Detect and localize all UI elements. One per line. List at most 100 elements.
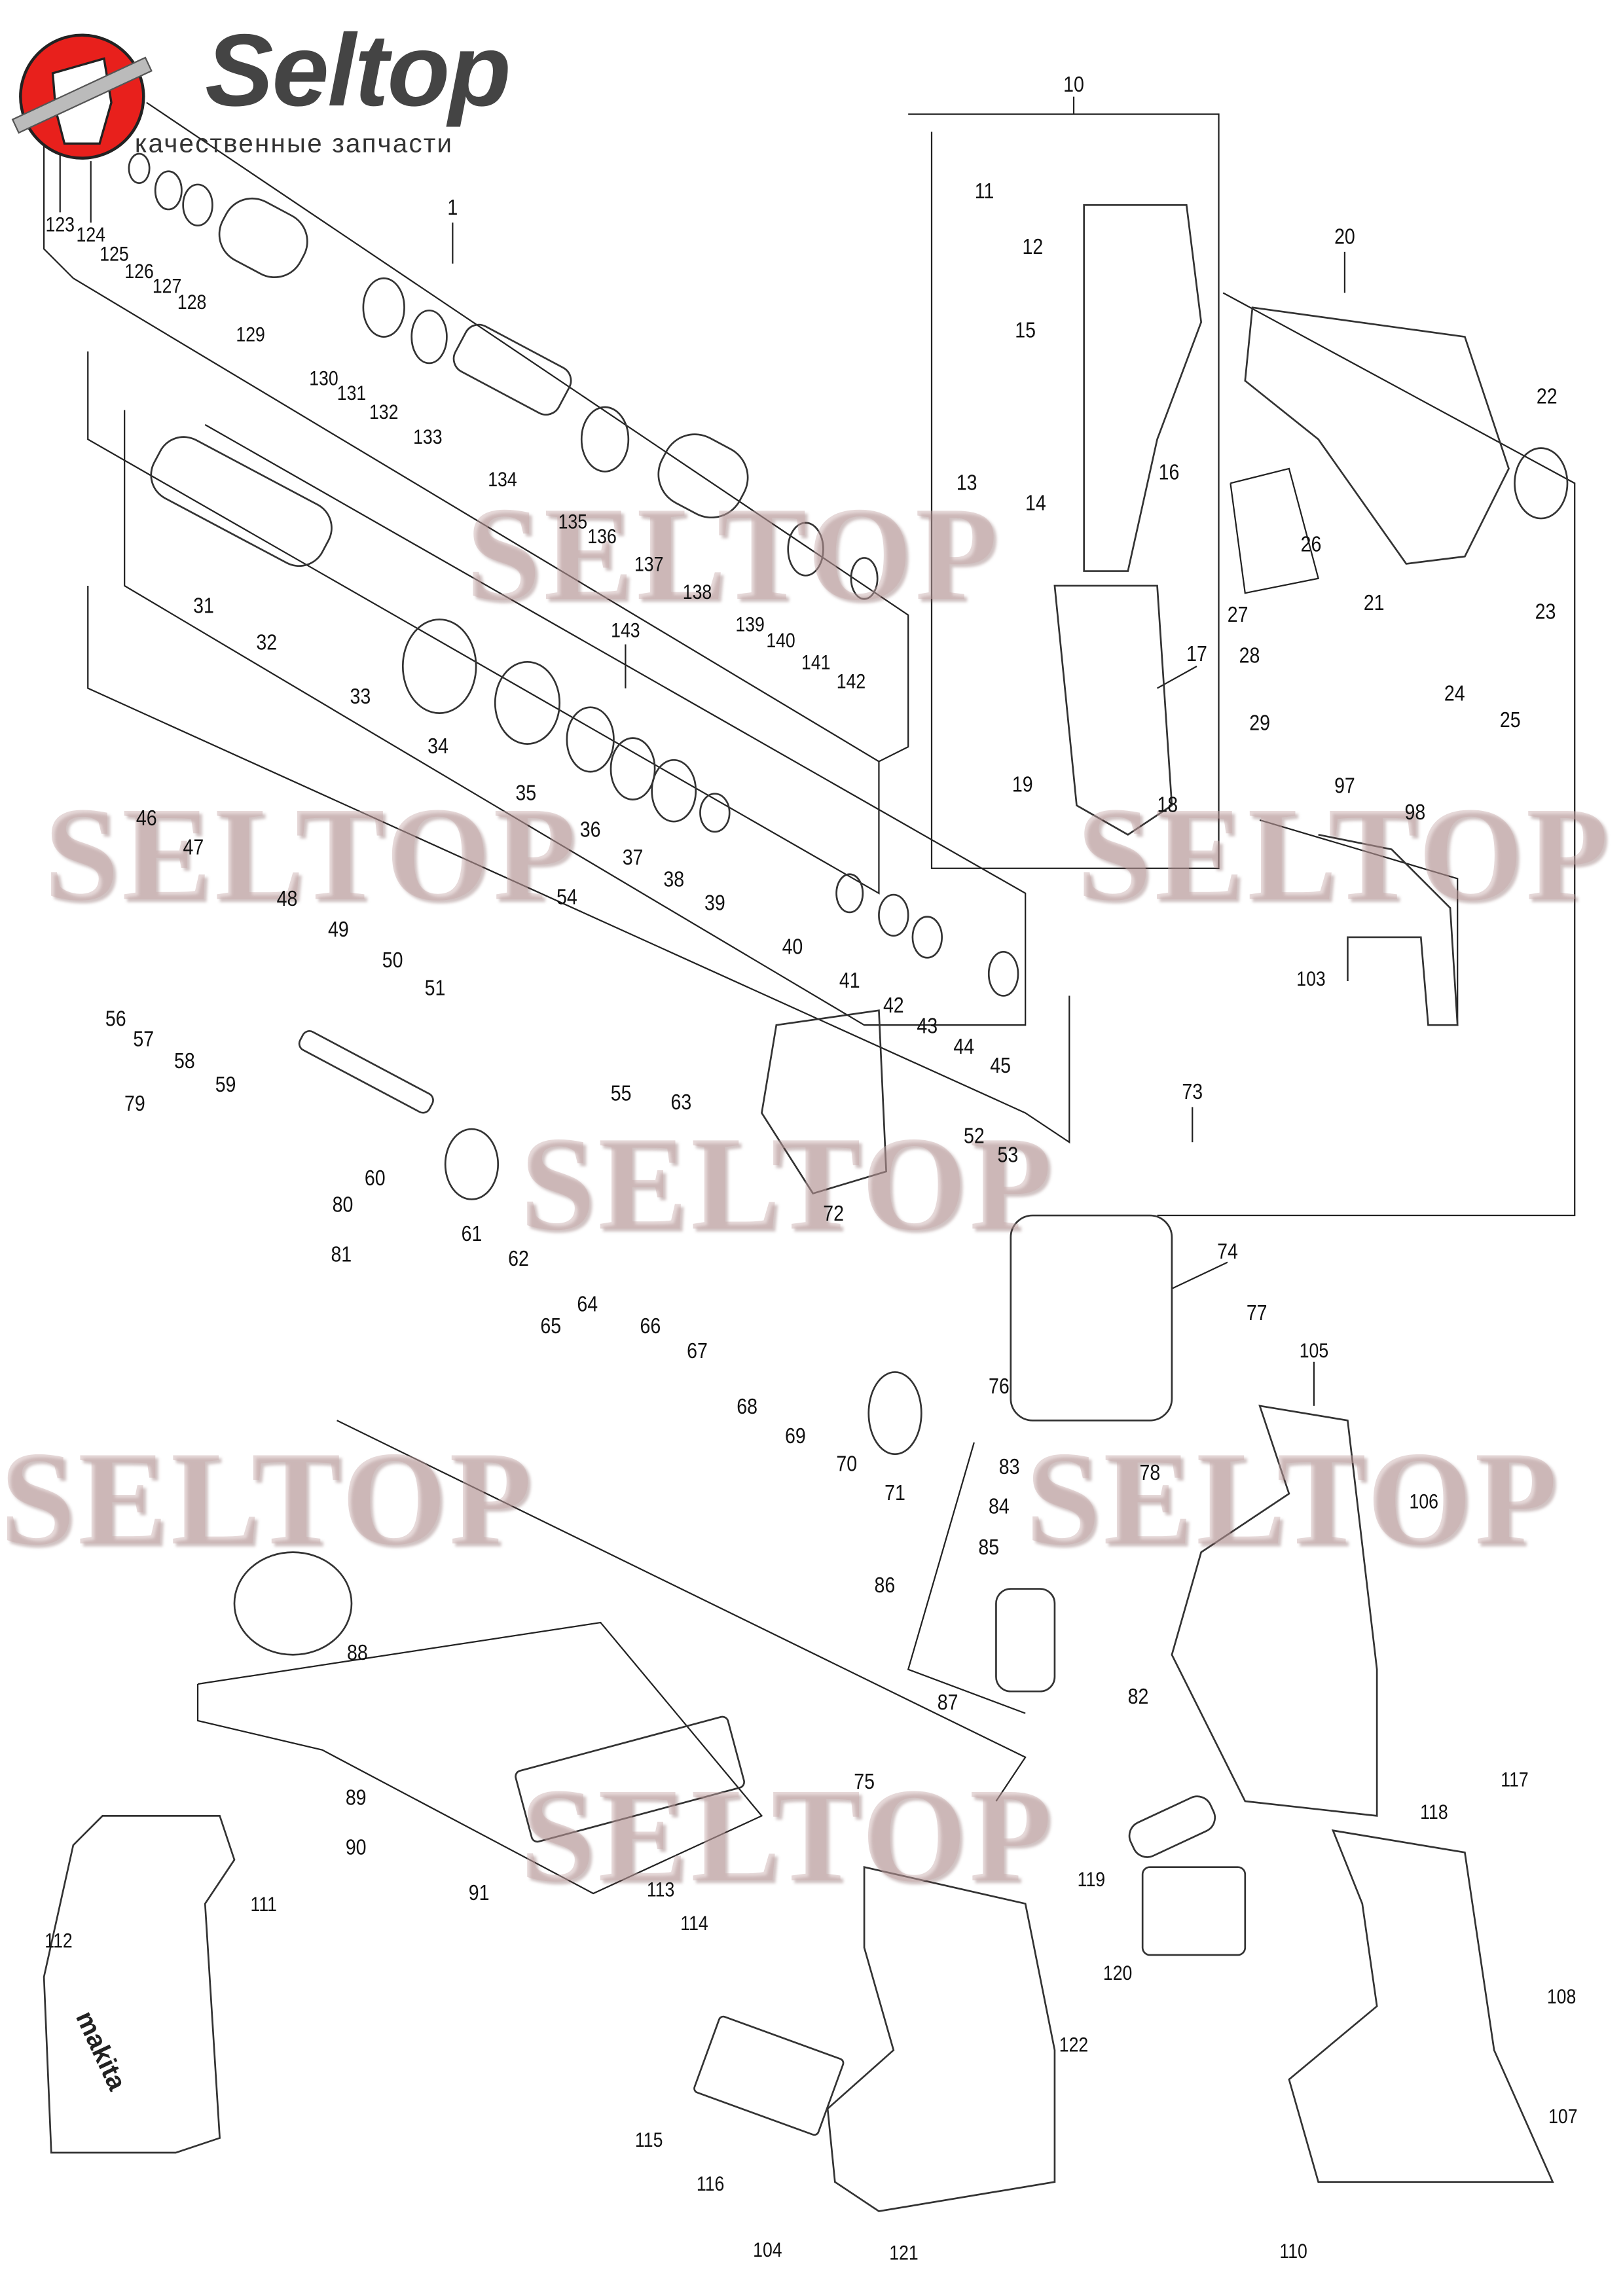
part-label-57: 57 bbox=[133, 1027, 155, 1052]
watermark: SELTOP bbox=[0, 1423, 535, 1573]
part-spindle bbox=[452, 323, 572, 416]
part-label-86: 86 bbox=[874, 1573, 896, 1599]
part-barrel bbox=[150, 436, 333, 567]
part-side-grip bbox=[1083, 204, 1203, 572]
part-label-81: 81 bbox=[331, 1242, 352, 1268]
part-label-18: 18 bbox=[1157, 793, 1178, 818]
part-label-44: 44 bbox=[953, 1034, 975, 1060]
part-ring bbox=[787, 522, 824, 577]
part-label-20: 20 bbox=[1334, 224, 1355, 250]
part-label-35: 35 bbox=[515, 781, 537, 806]
part-shaft bbox=[298, 1030, 434, 1114]
part-label-36: 36 bbox=[579, 817, 601, 843]
part-label-103: 103 bbox=[1296, 966, 1326, 990]
part-label-136: 136 bbox=[587, 524, 617, 548]
group-83-outline bbox=[907, 1442, 1026, 1714]
part-label-19: 19 bbox=[1012, 772, 1033, 798]
part-belt bbox=[761, 1009, 888, 1195]
part-cylinder bbox=[657, 433, 749, 519]
part-label-114: 114 bbox=[680, 1910, 708, 1935]
part-label-73: 73 bbox=[1182, 1080, 1203, 1105]
part-label-66: 66 bbox=[640, 1314, 661, 1340]
part-label-116: 116 bbox=[696, 2172, 725, 2195]
part-label-125: 125 bbox=[100, 242, 129, 265]
part-ring bbox=[610, 737, 656, 800]
part-label-42: 42 bbox=[883, 994, 904, 1019]
part-label-88: 88 bbox=[347, 1641, 368, 1666]
part-label-143: 143 bbox=[611, 618, 640, 641]
part-label-140: 140 bbox=[766, 628, 795, 652]
watermark: SELTOP bbox=[465, 478, 1000, 628]
part-board bbox=[693, 2015, 845, 2136]
part-label-40: 40 bbox=[782, 935, 803, 960]
part-label-70: 70 bbox=[836, 1452, 858, 1477]
part-label-110: 110 bbox=[1279, 2238, 1307, 2263]
group-143-outline bbox=[87, 351, 880, 895]
part-ring bbox=[1514, 447, 1569, 520]
part-label-71: 71 bbox=[884, 1481, 905, 1507]
part-front-housing bbox=[1244, 306, 1510, 565]
part-label-84: 84 bbox=[989, 1494, 1010, 1520]
part-label-82: 82 bbox=[1127, 1685, 1149, 1710]
part-label-132: 132 bbox=[369, 399, 399, 423]
group-91-outline bbox=[196, 1621, 763, 1895]
part-housing-left bbox=[43, 1815, 236, 2154]
part-label-113: 113 bbox=[646, 1877, 675, 1901]
part-label-87: 87 bbox=[937, 1691, 958, 1716]
part-label-1: 1 bbox=[447, 195, 458, 221]
part-ring bbox=[566, 706, 615, 773]
part-depth-gauge bbox=[1318, 834, 1459, 1026]
part-label-89: 89 bbox=[345, 1785, 367, 1811]
part-label-123: 123 bbox=[45, 212, 75, 236]
part-label-21: 21 bbox=[1363, 590, 1385, 616]
part-housing-right-lower bbox=[1288, 1829, 1554, 2183]
part-spring bbox=[494, 660, 561, 745]
part-label-37: 37 bbox=[622, 846, 644, 871]
part-gear bbox=[401, 619, 477, 714]
group-left-outline bbox=[124, 410, 1027, 1026]
part-ring bbox=[362, 277, 405, 338]
part-label-104: 104 bbox=[753, 2237, 782, 2261]
part-label-41: 41 bbox=[839, 969, 860, 994]
part-label-78: 78 bbox=[1139, 1460, 1161, 1486]
part-ring bbox=[987, 950, 1019, 997]
part-label-79: 79 bbox=[124, 1091, 145, 1117]
part-fan bbox=[867, 1371, 922, 1456]
part-spring bbox=[580, 406, 630, 473]
part-label-133: 133 bbox=[413, 424, 443, 448]
part-label-39: 39 bbox=[704, 891, 725, 916]
part-ring bbox=[651, 759, 697, 823]
part-label-38: 38 bbox=[663, 867, 685, 893]
part-label-50: 50 bbox=[382, 948, 403, 973]
part-ring bbox=[699, 793, 731, 833]
part-label-91: 91 bbox=[468, 1880, 490, 1906]
part-ring bbox=[410, 309, 448, 365]
watermark: SELTOP bbox=[520, 1108, 1055, 1258]
part-label-139: 139 bbox=[735, 612, 765, 636]
part-label-105: 105 bbox=[1299, 1338, 1329, 1362]
part-label-112: 112 bbox=[45, 1928, 73, 1952]
part-label-121: 121 bbox=[889, 2240, 919, 2265]
part-label-122: 122 bbox=[1059, 2032, 1089, 2056]
part-label-64: 64 bbox=[577, 1292, 598, 1318]
brand-tagline: качественные запчасти bbox=[134, 128, 454, 158]
part-label-49: 49 bbox=[327, 917, 349, 942]
part-label-115: 115 bbox=[634, 2127, 663, 2151]
part-label-34: 34 bbox=[428, 734, 448, 760]
seltop-logo-icon bbox=[11, 33, 153, 160]
part-label-135: 135 bbox=[558, 509, 588, 533]
part-label-124: 124 bbox=[76, 223, 105, 246]
part-label-108: 108 bbox=[1546, 1984, 1577, 2008]
part-handle bbox=[1053, 584, 1173, 836]
part-housing-right-upper bbox=[1171, 1405, 1378, 1817]
part-label-11: 11 bbox=[974, 179, 994, 205]
part-label-63: 63 bbox=[670, 1090, 692, 1115]
part-housing-center bbox=[826, 1866, 1056, 2212]
part-label-68: 68 bbox=[737, 1395, 757, 1420]
part-label-45: 45 bbox=[990, 1053, 1012, 1079]
group-26-outline bbox=[1230, 467, 1320, 594]
part-label-26: 26 bbox=[1300, 532, 1322, 558]
part-label-129: 129 bbox=[236, 322, 265, 346]
